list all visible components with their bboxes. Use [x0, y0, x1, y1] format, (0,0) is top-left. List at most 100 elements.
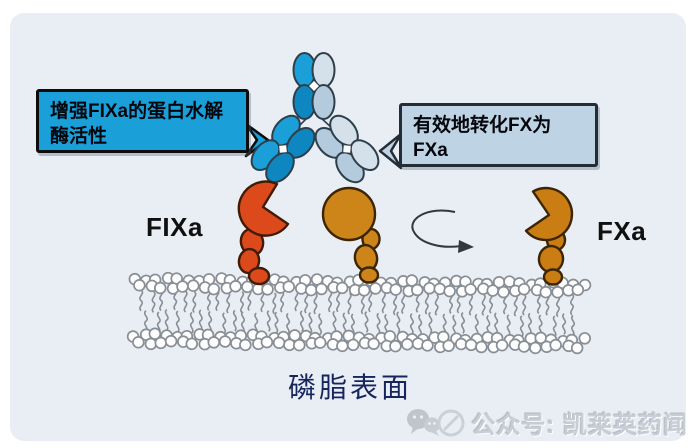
watermark: 公众号: 凯莱英药闻	[405, 405, 688, 440]
lipid-head	[304, 283, 318, 297]
lipid-tail	[156, 311, 161, 334]
lipid-head	[154, 336, 168, 350]
lipid-tail	[527, 312, 532, 335]
lipid-tail	[424, 292, 430, 315]
lipid-tail	[522, 293, 527, 316]
conversion-arrow	[411, 209, 474, 253]
lipid-tail	[215, 289, 220, 312]
lipid-head	[218, 335, 232, 348]
lipid-head	[549, 338, 562, 352]
lipid-tail	[313, 292, 318, 315]
lipid-tail	[192, 291, 197, 314]
callout-enhance-fixa-line2: 酶活性	[50, 126, 108, 148]
lipid-tail	[381, 291, 386, 314]
lipid-head	[578, 332, 591, 345]
arrowhead	[458, 240, 474, 253]
lipid-tail	[513, 294, 518, 317]
lipid-head	[187, 279, 200, 292]
lipid-tail	[474, 313, 479, 336]
callout-convert-fx-line1: 有效地转化FX为	[413, 115, 552, 136]
lipid-tail	[562, 313, 567, 335]
lipid-tail	[401, 292, 406, 315]
lipid-tail	[226, 291, 231, 314]
lipid-tail	[506, 314, 511, 336]
lipid-tail	[519, 315, 524, 337]
lipid-tail	[336, 290, 341, 313]
lipid-tail	[260, 290, 265, 313]
fixa-head	[237, 180, 290, 237]
lipid-tail	[151, 291, 156, 313]
lipid-tail	[434, 294, 439, 316]
lipid-tail	[364, 311, 369, 333]
lipid-tail	[318, 313, 323, 335]
lipid-head	[389, 339, 402, 353]
lipid-head	[229, 280, 242, 293]
lipid-head	[464, 283, 477, 296]
lipid-head	[272, 336, 286, 350]
lipid-tail	[347, 292, 352, 315]
lipid-head	[346, 338, 360, 352]
lipid-tail	[164, 309, 169, 331]
lipid-head	[401, 338, 414, 351]
lipid-tail	[266, 310, 271, 332]
lipid-head	[357, 284, 371, 297]
lipid-head	[132, 336, 145, 349]
lipid-tail	[175, 310, 180, 333]
lipid-tail	[304, 291, 309, 314]
fxa-label: FXa	[597, 216, 647, 246]
lipid-head	[475, 340, 488, 354]
lipid-tail	[376, 312, 381, 335]
fxa-head	[524, 186, 574, 242]
lipid-head	[495, 338, 509, 352]
lipid-head	[176, 280, 189, 293]
lipid-tail	[247, 289, 252, 311]
lipid-head	[367, 337, 380, 350]
lipid-tail	[396, 311, 401, 334]
lipid-head	[207, 282, 220, 296]
lipid-head	[464, 338, 478, 352]
lipid-head	[295, 282, 308, 295]
fixa-label: FIXa	[146, 212, 203, 242]
lipid-head	[529, 341, 542, 355]
lipid-head	[260, 335, 274, 349]
lipid-head	[336, 339, 349, 353]
lipid-head	[164, 334, 178, 348]
lipid-tail	[552, 315, 557, 338]
lipid-tail	[240, 311, 246, 333]
lipid-head	[570, 341, 584, 355]
lipid-tail	[393, 293, 398, 316]
lipid-tail	[299, 310, 304, 333]
lipid-head	[315, 282, 328, 296]
lipid-tail	[494, 312, 499, 335]
callout-convert-fx: 有效地转化FX为 FXa	[399, 103, 598, 167]
lipid-head	[517, 340, 531, 353]
lipid-head	[423, 281, 436, 295]
lipid-tail	[189, 311, 194, 334]
wechat-icon	[407, 408, 465, 436]
lipid-head	[369, 282, 382, 295]
lipid-head	[282, 280, 296, 293]
lipid-tail	[536, 292, 542, 314]
lipid-head	[241, 280, 254, 294]
lipid-tail	[555, 295, 561, 318]
watermark-account-text: 公众号: 凯莱英药闻	[471, 412, 688, 439]
callout-left-tail	[244, 122, 270, 158]
lipid-tail	[308, 311, 313, 334]
bispecific-antibody	[250, 52, 380, 184]
lipid-head	[517, 282, 531, 296]
lipid-tail	[342, 312, 347, 335]
lipid-head	[433, 282, 447, 296]
lipid-head	[421, 339, 434, 352]
lipid-tail	[332, 310, 337, 333]
lipid-tail	[570, 314, 576, 337]
lipid-tail	[286, 312, 291, 335]
lipid-head	[539, 285, 553, 299]
fxa-molecule	[524, 186, 574, 286]
lipid-tail	[239, 291, 245, 313]
lipid-tail	[428, 311, 433, 334]
lipid-tail	[139, 289, 144, 312]
lipid-head	[261, 283, 274, 296]
lipid-head	[207, 336, 221, 349]
lipid-head	[571, 283, 585, 297]
